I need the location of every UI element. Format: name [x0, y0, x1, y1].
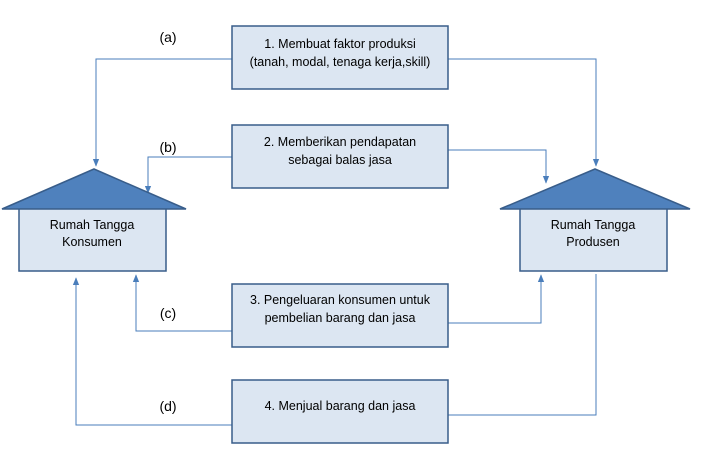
flow-box-3-rect — [231, 283, 449, 348]
house-konsumen-body — [18, 202, 167, 272]
house-konsumen-label-line1: Rumah Tangga — [50, 218, 135, 232]
house-produsen: Rumah Tangga Produsen — [499, 168, 691, 272]
flow-d-to-konsumen-arrow — [72, 277, 232, 426]
house-produsen-label-line2: Produsen — [566, 235, 620, 249]
house-produsen-body — [519, 202, 668, 272]
flow-label-c: (c) — [160, 305, 176, 321]
flow-a-to-produsen-arrow — [448, 58, 600, 167]
flow-box-3: 3. Pengeluaran konsumen untuk pembelian … — [231, 283, 449, 348]
flow-label-b: (b) — [159, 139, 176, 155]
flow-d-from-produsen-line — [448, 274, 597, 416]
flow-box-3-line1: 3. Pengeluaran konsumen untuk — [250, 293, 431, 307]
house-konsumen: Rumah Tangga Konsumen — [1, 168, 187, 272]
house-konsumen-roof — [1, 168, 187, 210]
flow-box-2-line2: sebagai balas jasa — [288, 153, 392, 167]
flow-box-2: 2. Memberikan pendapatan sebagai balas j… — [231, 124, 449, 189]
flow-box-2-line1: 2. Memberikan pendapatan — [264, 135, 416, 149]
flow-box-1-line1: 1. Membuat faktor produksi — [264, 37, 415, 51]
house-konsumen-label-line2: Konsumen — [62, 235, 122, 249]
flow-label-d: (d) — [159, 398, 176, 414]
flow-b-to-konsumen-arrow — [144, 156, 232, 194]
flow-box-1: 1. Membuat faktor produksi (tanah, modal… — [231, 25, 449, 90]
connectors — [72, 58, 600, 426]
house-produsen-label-line1: Rumah Tangga — [551, 218, 636, 232]
flow-box-4-rect — [231, 379, 449, 444]
flow-box-1-line2: (tanah, modal, tenaga kerja,skill) — [250, 55, 431, 69]
flow-box-4: 4. Menjual barang dan jasa — [231, 379, 449, 444]
house-produsen-roof — [499, 168, 691, 210]
flow-c-to-produsen-arrow — [448, 274, 545, 324]
flow-box-2-rect — [231, 124, 449, 189]
flow-box-1-rect — [231, 25, 449, 90]
flow-label-a: (a) — [159, 29, 176, 45]
flow-c-to-konsumen-arrow — [132, 274, 232, 332]
flow-b-to-produsen-arrow — [448, 149, 550, 184]
flow-box-4-line1: 4. Menjual barang dan jasa — [265, 399, 416, 413]
flow-a-to-konsumen-arrow — [92, 58, 232, 167]
flow-box-3-line2: pembelian barang dan jasa — [265, 311, 416, 325]
